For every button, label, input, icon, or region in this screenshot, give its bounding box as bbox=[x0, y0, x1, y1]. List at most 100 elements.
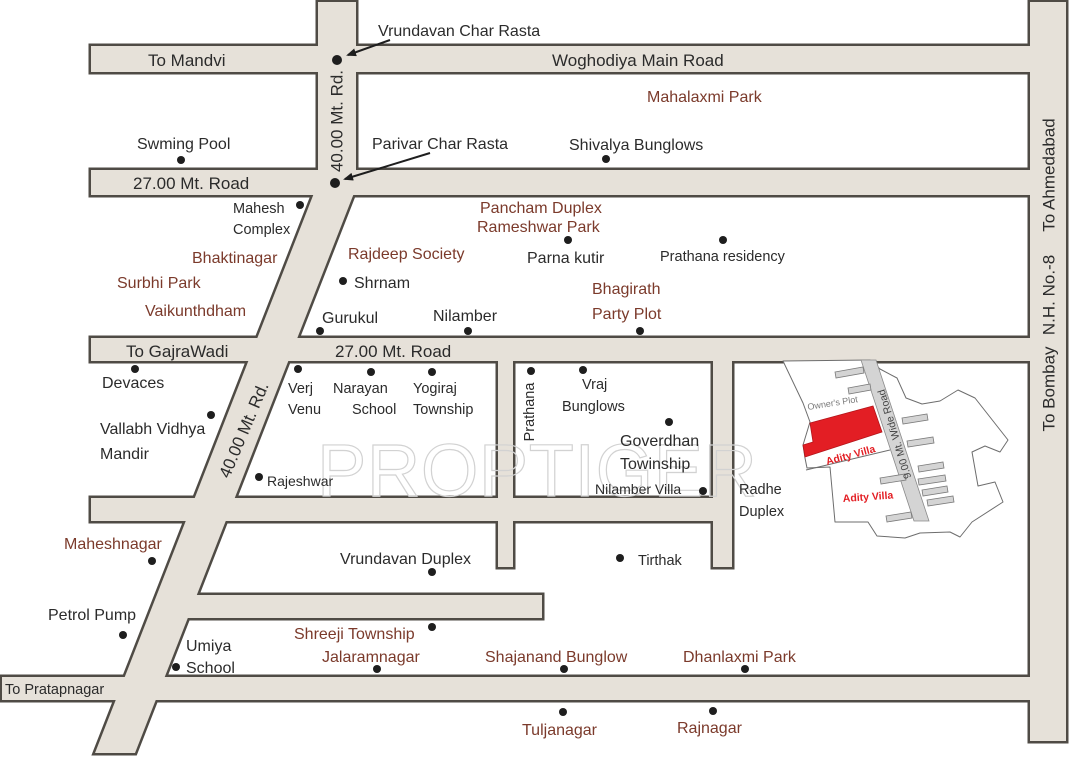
location-dot-icon bbox=[172, 663, 180, 671]
locality: Dhanlaxmi Park bbox=[683, 649, 797, 673]
location-dot-icon bbox=[131, 365, 139, 373]
landmark: Prathana bbox=[522, 367, 538, 441]
location-dot-icon bbox=[339, 277, 347, 285]
locality-label: Maheshnagar bbox=[64, 536, 163, 553]
locality-label: Vaikunthdham bbox=[145, 303, 246, 320]
road-label-40-vertical: 40.00 Mt. Rd. bbox=[328, 70, 347, 172]
landmark-label: Goverdhan bbox=[620, 433, 699, 450]
locality-label: Mahalaxmi Park bbox=[647, 89, 763, 106]
landmark: Vraj Bunglows bbox=[562, 366, 625, 415]
landmark: Vallabh Vidhya Mandir bbox=[100, 411, 215, 463]
locality-label: Bhagirath bbox=[592, 281, 661, 298]
location-dot-icon bbox=[665, 418, 673, 426]
landmark-label: Shivalya Bunglows bbox=[569, 137, 703, 154]
landmark-label: Narayan bbox=[333, 381, 388, 397]
landmarks: Swming Pool Shivalya Bunglows Mahesh Com… bbox=[48, 136, 786, 677]
location-dot-icon bbox=[464, 327, 472, 335]
landmark-label: Township bbox=[413, 402, 473, 418]
landmark-label: Mahesh bbox=[233, 201, 285, 217]
location-dot-icon bbox=[119, 631, 127, 639]
landmark-label: Complex bbox=[233, 222, 291, 238]
landmark-label: Devaces bbox=[102, 375, 164, 392]
landmark-label: Yogiraj bbox=[413, 381, 457, 397]
landmark: Verj Venu bbox=[288, 365, 321, 418]
location-dot-icon bbox=[367, 368, 375, 376]
localities: Mahalaxmi Park Pancham Duplex Rameshwar … bbox=[64, 89, 797, 739]
locality-label: Surbhi Park bbox=[117, 275, 202, 292]
landmark-label: Mandir bbox=[100, 446, 150, 463]
location-dot-icon bbox=[564, 236, 572, 244]
locality: Bhagirath Party Plot bbox=[592, 281, 662, 335]
landmark: Nilamber bbox=[433, 308, 498, 335]
landmark-label: Bunglows bbox=[562, 399, 625, 415]
landmark: Shrnam bbox=[339, 275, 410, 292]
junctions: Vrundavan Char Rasta Parivar Char Rasta bbox=[330, 23, 540, 188]
location-dot-icon bbox=[177, 156, 185, 164]
locality-label: Rajnagar bbox=[677, 720, 743, 737]
locality: Rajnagar bbox=[677, 707, 743, 737]
locality-label: Dhanlaxmi Park bbox=[683, 649, 797, 666]
location-dot-icon bbox=[602, 155, 610, 163]
location-dot-icon bbox=[207, 411, 215, 419]
landmark-label: Tirthak bbox=[638, 553, 683, 569]
locality-label: Tuljanagar bbox=[522, 722, 598, 739]
road-label-nh8: N.H. No.-8 bbox=[1040, 255, 1059, 335]
landmark-label: Swming Pool bbox=[137, 136, 230, 153]
landmark: Prathana residency bbox=[660, 236, 786, 265]
road-label-to-mandvi: To Mandvi bbox=[148, 51, 225, 70]
landmark: Mahesh Complex bbox=[233, 201, 304, 238]
landmark: Rajeshwar bbox=[255, 473, 333, 489]
location-dot-icon bbox=[527, 367, 535, 375]
junction-marker-parivar bbox=[330, 178, 340, 188]
landmark: Swming Pool bbox=[137, 136, 230, 164]
road-label-27-upper: 27.00 Mt. Road bbox=[133, 174, 249, 193]
location-dot-icon bbox=[148, 557, 156, 565]
road-label-to-bombay: To Bombay bbox=[1040, 346, 1059, 432]
landmark-label: Towinship bbox=[620, 456, 690, 473]
locality-label: Party Plot bbox=[592, 306, 662, 323]
landmark-label: Parna kutir bbox=[527, 250, 605, 267]
location-dot-icon bbox=[559, 708, 567, 716]
arrow-icon bbox=[343, 152, 431, 181]
site-plan: Owner's Plot Adity Villa Adity Villa 9.0… bbox=[782, 359, 1009, 539]
locality-label: Rameshwar Park bbox=[477, 219, 601, 236]
landmark-label: Duplex bbox=[739, 504, 785, 520]
landmark-label: Petrol Pump bbox=[48, 607, 136, 624]
locality: Jalaramnagar bbox=[322, 649, 421, 673]
landmark: Yogiraj Township bbox=[413, 368, 473, 418]
locality: Tuljanagar bbox=[522, 708, 598, 739]
landmark: Umiya School bbox=[172, 638, 235, 677]
location-dot-icon bbox=[428, 368, 436, 376]
owners-plot-highlight bbox=[802, 405, 883, 458]
road-stubs bbox=[834, 366, 955, 523]
junction-label-vrundavan: Vrundavan Char Rasta bbox=[378, 23, 540, 40]
landmark-label: Vrundavan Duplex bbox=[340, 551, 471, 568]
landmark: Radhe Duplex bbox=[739, 482, 785, 520]
location-dot-icon bbox=[699, 487, 707, 495]
location-dot-icon bbox=[616, 554, 624, 562]
location-dot-icon bbox=[428, 623, 436, 631]
landmark-label: Prathana residency bbox=[660, 249, 786, 265]
landmark-label: School bbox=[352, 402, 396, 418]
band-divider bbox=[805, 449, 891, 471]
location-dot-icon bbox=[296, 201, 304, 209]
arrow-icon bbox=[346, 39, 391, 57]
landmark: Nilamber Villa bbox=[595, 481, 707, 497]
location-dot-icon bbox=[741, 665, 749, 673]
locality-label: Shreeji Township bbox=[294, 626, 415, 643]
location-dot-icon bbox=[719, 236, 727, 244]
internal-road bbox=[860, 359, 930, 522]
locality: Shajanand Bunglow bbox=[485, 649, 628, 673]
location-dot-icon bbox=[636, 327, 644, 335]
watermark: PROPTIGER bbox=[317, 429, 757, 512]
landmark-label: School bbox=[186, 660, 235, 677]
location-dot-icon bbox=[579, 366, 587, 374]
landmark-label: Venu bbox=[288, 402, 321, 418]
road-label-to-gajrawadi: To GajraWadi bbox=[126, 342, 228, 361]
location-dot-icon bbox=[255, 473, 263, 481]
locality-label: Pancham Duplex bbox=[480, 200, 602, 217]
location-dot-icon bbox=[560, 665, 568, 673]
landmark: Shivalya Bunglows bbox=[569, 137, 703, 163]
landmark-label: Nilamber bbox=[433, 308, 498, 325]
